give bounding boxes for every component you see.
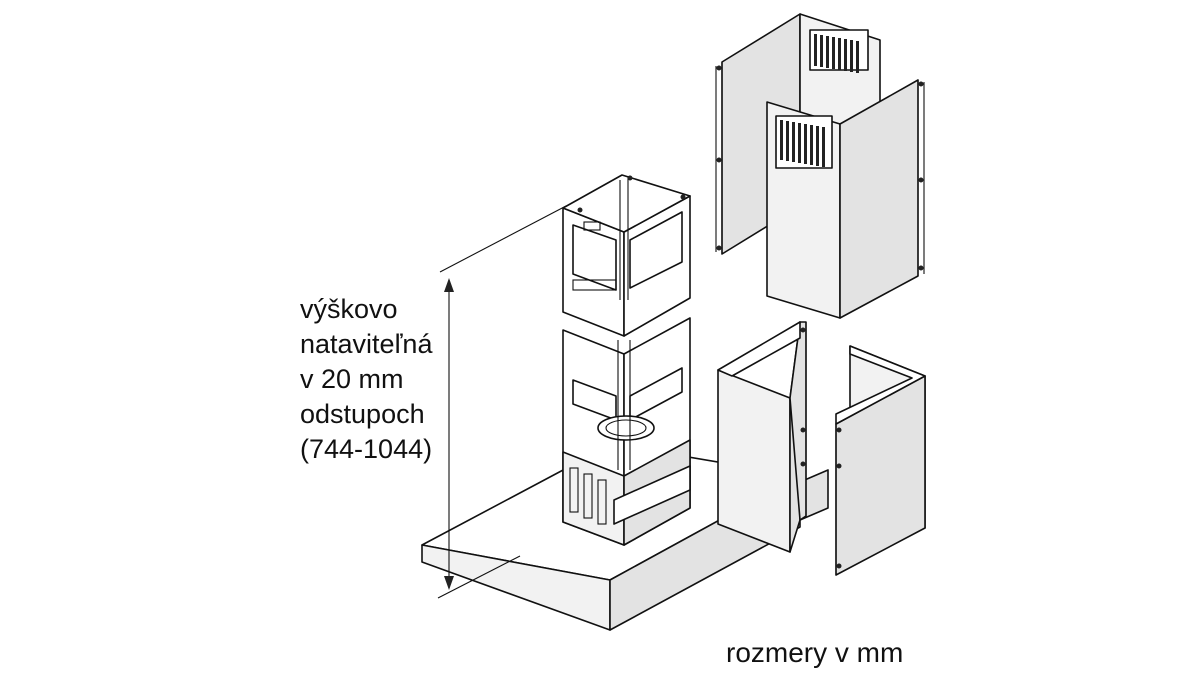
- height-dimension-arrow: [437, 205, 567, 599]
- vent-slots-upper-rear: [809, 29, 869, 73]
- chimney-upper-front-panel: [766, 79, 925, 319]
- units-note: rozmery v mm: [726, 637, 904, 668]
- height-adjustable-label: výškovo nataviteľná v 20 mm odstupoch (7…: [300, 292, 432, 467]
- vent-slots-upper-front: [775, 115, 833, 169]
- height-label-line-1: výškovo: [300, 294, 398, 324]
- height-label-line-3: v 20 mm: [300, 364, 404, 394]
- height-label-line-4: odstupoch: [300, 399, 425, 429]
- support-frame-upper: [562, 174, 691, 337]
- chimney-lower-front-panel: [717, 321, 829, 553]
- chimney-lower-rear-panel: [835, 345, 926, 576]
- height-label-line-5: (744-1044): [300, 434, 433, 464]
- height-label-line-2: nataviteľná: [300, 329, 433, 359]
- support-frame-lower: [562, 317, 691, 546]
